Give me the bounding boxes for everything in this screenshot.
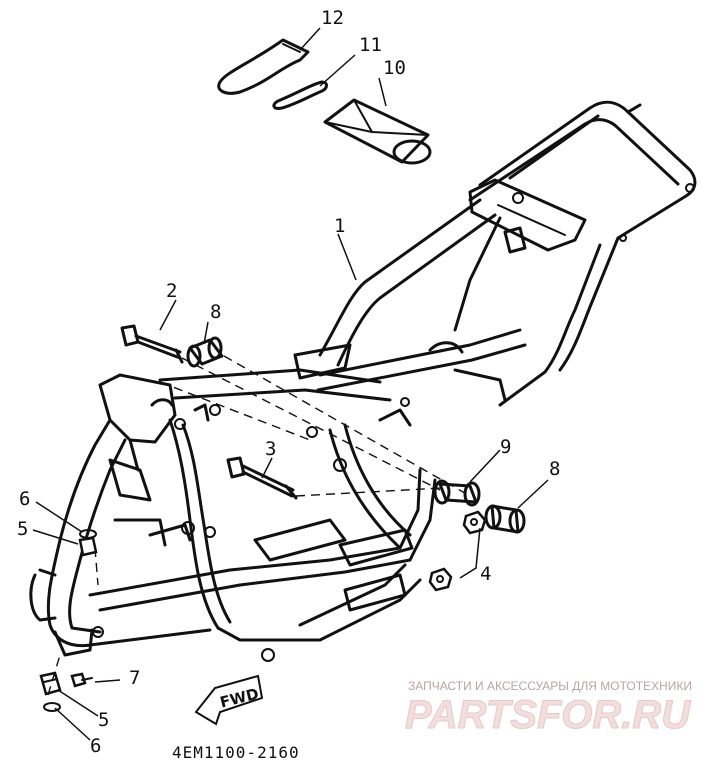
watermark-logo: PARTSFOR.RU [405,693,691,737]
watermark-tagline: ЗАПЧАСТИ И АКСЕССУАРЫ ДЛЯ МОТОТЕХНИКИ [408,679,692,693]
callout-12: 12 [321,7,344,29]
part-12-cover [217,38,310,95]
leader-lines [32,27,549,741]
part-7-bolt [70,672,93,688]
callout-4: 4 [480,563,491,585]
callout-1: 1 [334,215,345,237]
callout-8-upper: 8 [210,301,221,323]
callout-10: 10 [383,57,406,79]
fwd-label: FWD [218,685,260,712]
callout-6-lower: 6 [90,735,101,757]
callout-6-upper: 6 [19,488,30,510]
part-5-bushing-lower [39,671,62,696]
callout-11: 11 [359,34,382,56]
part-3-bolt [226,456,298,500]
callout-5-lower: 5 [98,709,109,731]
part-9-spacer [433,479,481,507]
callout-8-lower: 8 [549,458,560,480]
part-8-collar-lower [484,504,526,534]
part-11-strip [272,80,328,110]
part-6-washer-lower [43,702,61,712]
part-2-bolt [120,324,184,364]
part-8-collar-upper [186,336,224,368]
watermark: ЗАПЧАСТИ И АКСЕССУАРЫ ДЛЯ МОТОТЕХНИКИ PA… [405,679,692,738]
part-4-nut-upper [462,510,487,535]
callout-labels: 1 2 3 4 5 5 6 6 7 8 8 9 10 11 12 [17,7,560,757]
callout-7: 7 [129,667,140,689]
part-1-frame [29,100,697,662]
part-10-pouch [323,98,432,165]
callout-3: 3 [265,438,276,460]
callout-2: 2 [166,280,177,302]
drawing-code: 4EM1100-2160 [172,743,300,762]
callout-5-upper: 5 [17,518,28,540]
alignment-lines [47,355,471,696]
part-5-bushing-upper [78,536,98,557]
part-4-nut-lower [428,567,453,592]
part-6-washer-upper [79,529,97,539]
fwd-arrow: FWD [194,674,264,726]
callout-9: 9 [500,436,511,458]
